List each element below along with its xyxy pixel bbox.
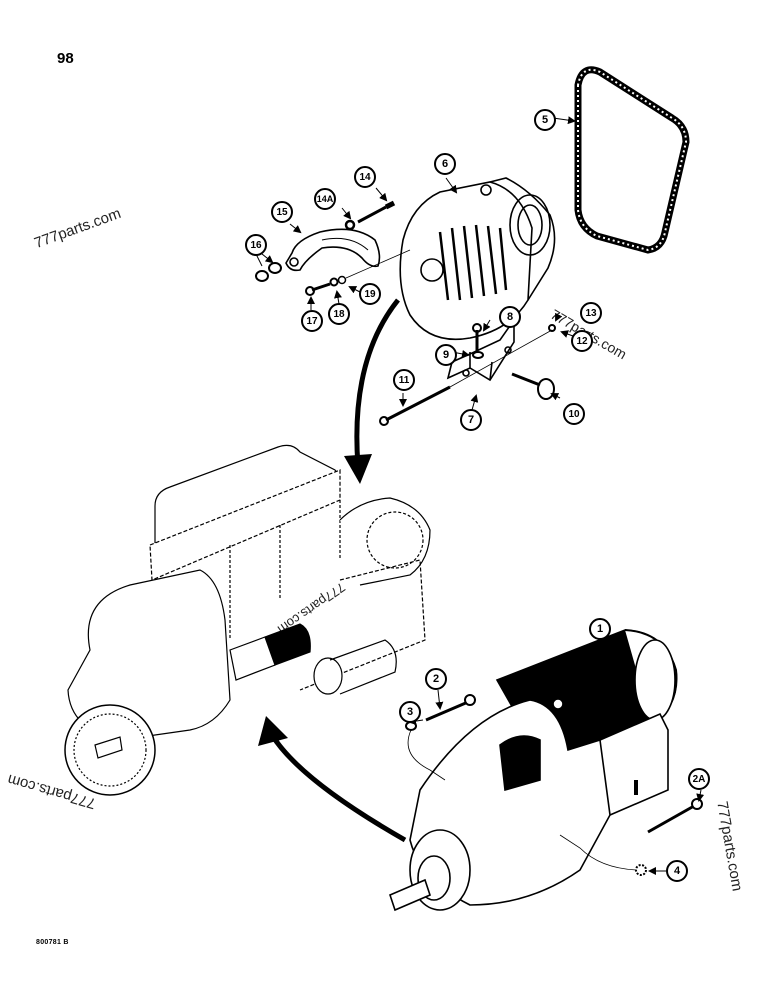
callout-16[interactable]: 16 [245,234,267,256]
callout-14a[interactable]: 14A [314,188,336,210]
callout-17[interactable]: 17 [301,310,323,332]
callout-10[interactable]: 10 [563,403,585,425]
callout-5[interactable]: 5 [534,109,556,131]
callout-2a[interactable]: 2A [688,768,710,790]
callout-18[interactable]: 18 [328,303,350,325]
alternator-drawing [399,177,556,341]
callout-6[interactable]: 6 [434,153,456,175]
page-number: 98 [57,50,74,67]
bracket-drawing [379,317,556,426]
callout-8[interactable]: 8 [499,306,521,328]
callout-9[interactable]: 9 [435,344,457,366]
callout-19[interactable]: 19 [359,283,381,305]
adjusting-strap-drawing [255,200,411,296]
callout-7[interactable]: 7 [460,409,482,431]
assembly-arrows [258,298,407,843]
figure-code: 800781 B [36,939,69,946]
callout-1[interactable]: 1 [589,618,611,640]
callout-3[interactable]: 3 [399,701,421,723]
callout-4[interactable]: 4 [666,860,688,882]
callout-12[interactable]: 12 [571,330,593,352]
engine-drawing [64,444,431,796]
callout-2[interactable]: 2 [425,668,447,690]
callout-11[interactable]: 11 [393,369,415,391]
callout-15[interactable]: 15 [271,201,293,223]
leader-lines [255,116,705,875]
starter-motor-drawing [389,629,703,912]
callout-13[interactable]: 13 [580,302,602,324]
callout-14[interactable]: 14 [354,166,376,188]
drive-belt-drawing [574,66,690,254]
